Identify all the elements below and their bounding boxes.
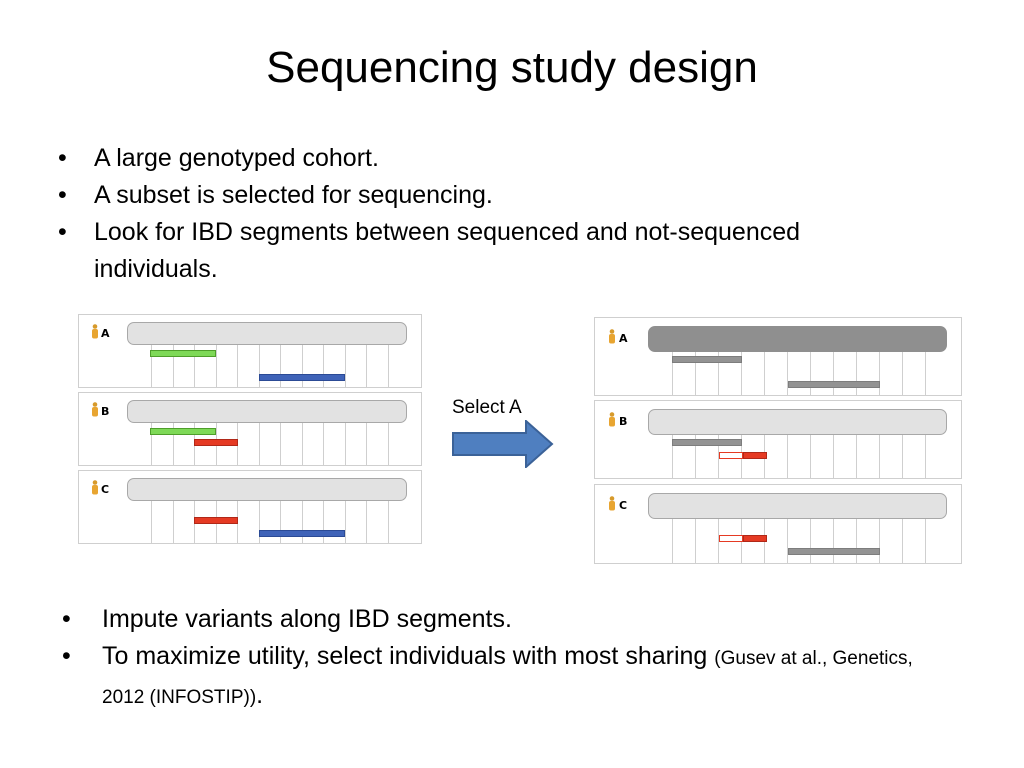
person-icon: [92, 480, 98, 495]
left-panel-a: A: [78, 314, 422, 388]
ibd-segment-red: [743, 452, 767, 459]
bullet-dot: •: [58, 218, 67, 246]
ibd-segment-blue: [259, 530, 345, 537]
person-icon: [92, 324, 98, 339]
left-panel-b: B: [78, 392, 422, 466]
ibd-segment-green: [150, 428, 216, 435]
right-panel-a: A: [594, 317, 962, 396]
ibd-segment-red: [194, 517, 238, 524]
ibd-segment-red: [743, 535, 767, 542]
ibd-segment-blue: [259, 374, 345, 381]
right-panel-b: B: [594, 400, 962, 479]
individual-label: B: [101, 405, 110, 418]
ibd-segment-green: [150, 350, 216, 357]
individual-label: C: [101, 483, 110, 496]
left-panel-c: C: [78, 470, 422, 544]
bullet-dot: •: [62, 605, 71, 633]
bullet-item: •Impute variants along IBD segments.: [62, 601, 922, 638]
ibd-segment-gray: [788, 381, 880, 388]
bullet-item: •To maximize utility, select individuals…: [62, 638, 922, 716]
person-icon: [92, 402, 98, 417]
bullet-dot: •: [58, 181, 67, 209]
person-icon: [609, 412, 615, 427]
individual-label: A: [619, 332, 628, 345]
slide-title: Sequencing study design: [266, 43, 758, 92]
top-bullet-list: •A large genotyped cohort. •A subset is …: [58, 140, 908, 288]
bottom-bullet-list: •Impute variants along IBD segments. •To…: [62, 601, 922, 716]
ibd-segment-hollow-red: [719, 535, 743, 542]
bullet-dot: •: [62, 642, 71, 670]
chromosome-bar: [648, 409, 947, 435]
right-panel-c: C: [594, 484, 962, 564]
right-arrow-icon: [452, 420, 554, 468]
chromosome-bar: [648, 493, 947, 519]
person-icon: [609, 496, 615, 511]
individual-label: B: [619, 415, 628, 428]
person-icon: [609, 329, 615, 344]
chromosome-bar: [127, 478, 407, 501]
chromosome-bar: [127, 322, 407, 345]
selected-chromosome-bar: [648, 326, 947, 352]
ibd-segment-gray: [788, 548, 880, 555]
bullet-item: •A subset is selected for sequencing.: [58, 177, 908, 214]
individual-label: C: [619, 499, 628, 512]
bullet-item: •Look for IBD segments between sequenced…: [58, 214, 908, 288]
ibd-segment-hollow-red: [719, 452, 743, 459]
chromosome-bar: [127, 400, 407, 423]
bullet-item: •A large genotyped cohort.: [58, 140, 908, 177]
ibd-segment-red: [194, 439, 238, 446]
individual-label: A: [101, 327, 110, 340]
bullet-dot: •: [58, 144, 67, 172]
ibd-segment-gray: [672, 439, 742, 446]
ibd-segment-gray: [672, 356, 742, 363]
select-a-label: Select A: [452, 397, 522, 418]
citation-text: (Gusev at al., Genetics, 2012 (INFOSTIP)…: [102, 648, 913, 708]
